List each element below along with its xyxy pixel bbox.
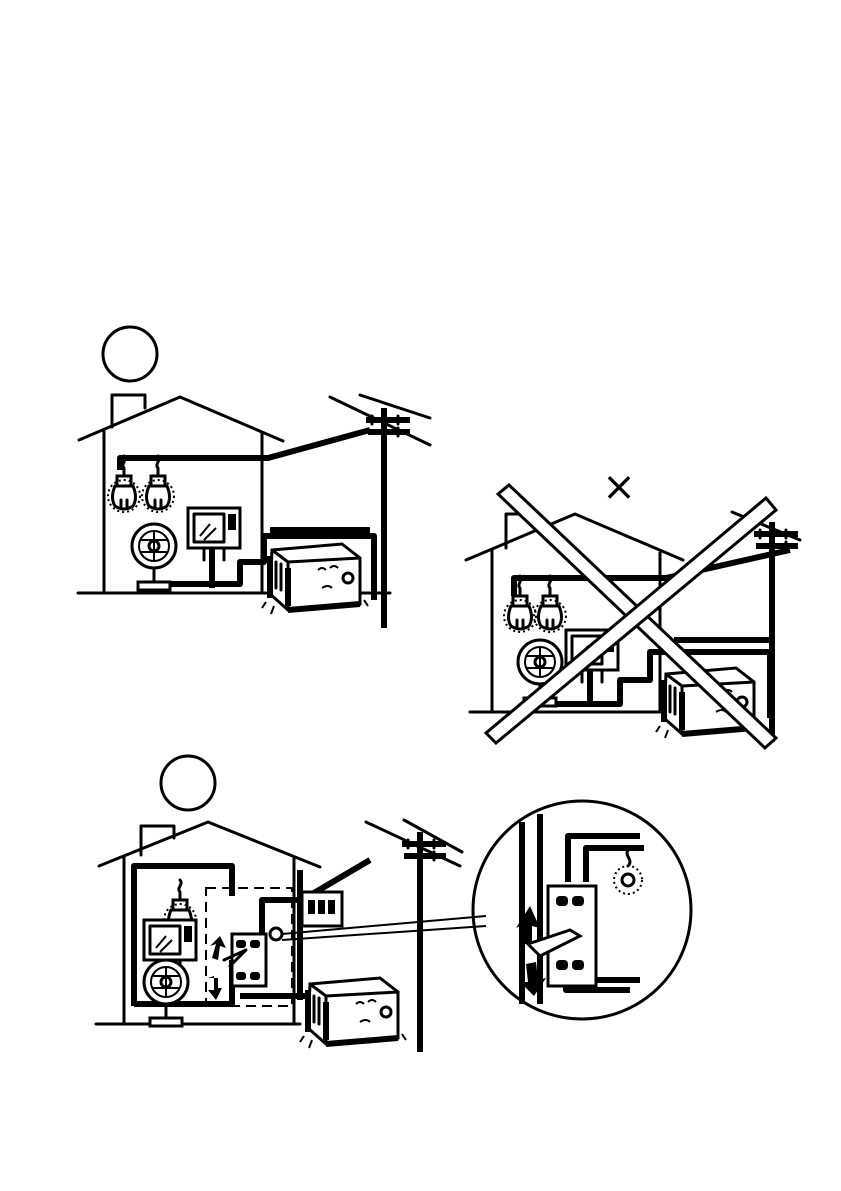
- meter-box-icon: [302, 892, 342, 926]
- scene-1-badge: [103, 327, 157, 381]
- light-bulb-icon: [614, 850, 642, 894]
- light-bulb-icon: [142, 456, 174, 512]
- fan-icon: [132, 524, 176, 590]
- scene-3-transfer-switch-connection: [96, 756, 691, 1052]
- light-bulb-icon: [108, 456, 140, 512]
- light-bulb-icon: [504, 576, 536, 632]
- arrow-up-icon: [210, 936, 226, 960]
- arrow-down-icon: [208, 976, 222, 1000]
- scene-1-correct-connection: [78, 327, 430, 628]
- wrong-mark: ×: [602, 464, 636, 510]
- light-bulb-icon: [534, 576, 566, 632]
- fan-icon: [144, 960, 188, 1026]
- generator-icon: [300, 978, 406, 1048]
- transfer-switch-icon: [224, 928, 282, 986]
- magnifier-icon: [473, 801, 691, 1019]
- scene-2-incorrect-connection: ×: [466, 464, 800, 748]
- scene-3-badge: [161, 756, 215, 810]
- generator-icon: [262, 544, 368, 614]
